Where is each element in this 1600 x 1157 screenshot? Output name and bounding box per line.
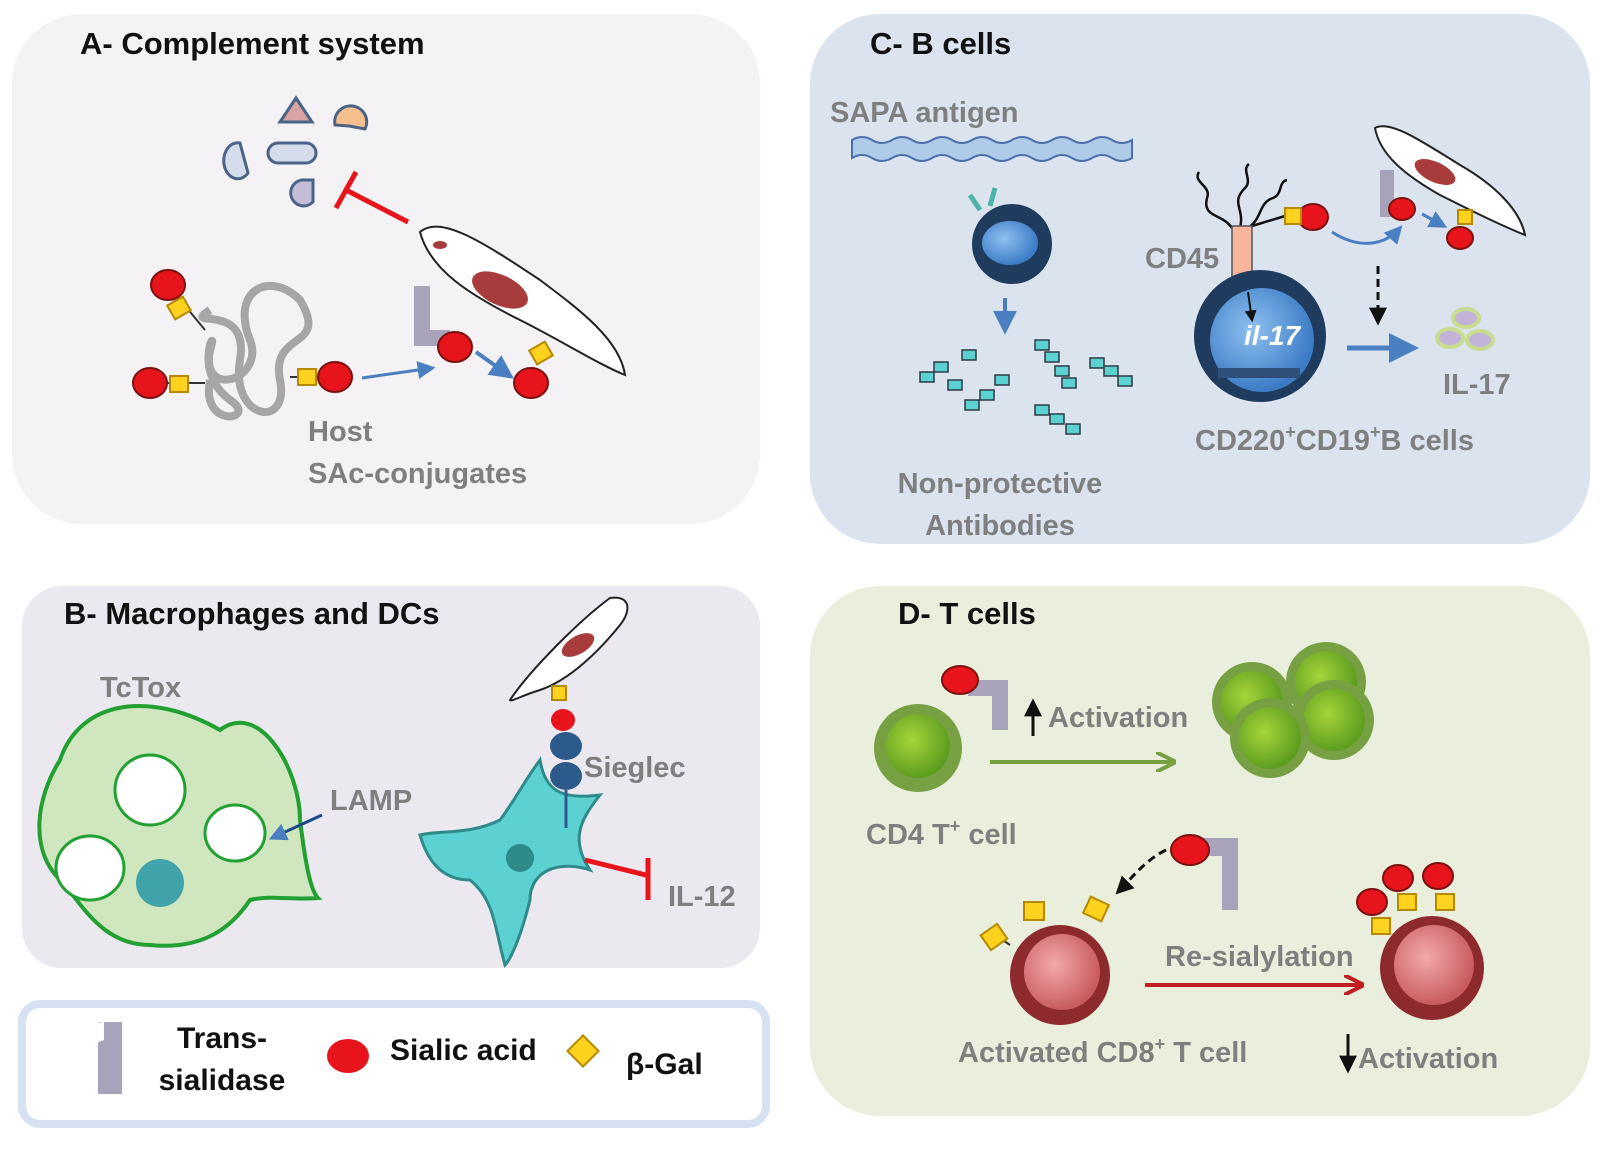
antibodies-label-1: Non-protective (898, 468, 1103, 500)
transfer-arrow-1 (361, 361, 436, 380)
panel-c: C- B cells SAPA antigen Non-protective A… (810, 14, 1590, 544)
resialylation-label: Re-sialylation (1165, 941, 1354, 973)
legend-trans-label-2: sialidase (159, 1064, 286, 1097)
activation-down-label: Activation (1358, 1043, 1498, 1075)
panel-a-title: A- Complement system (80, 26, 425, 61)
legend-trans-label-1: Trans- (177, 1022, 267, 1055)
transfer-arrow-2 (474, 350, 514, 379)
proliferating-cd4-cells (1212, 642, 1374, 778)
sac-conjugates-label: SAc-conjugates (308, 458, 527, 490)
sialic-acid-d2 (1170, 834, 1210, 866)
antibodies-label-2: Antibodies (925, 510, 1075, 542)
complement-proteins (222, 95, 369, 208)
legend: Trans- sialidase Sialic acid β-Gal (18, 1000, 770, 1128)
legend-beta-gal-icon (566, 1034, 600, 1068)
antibodies (919, 339, 1133, 435)
sialic-acid-d1 (941, 665, 979, 695)
dendritic-cell (418, 756, 604, 968)
beta-gal-glyco (165, 295, 555, 393)
il17-gene-label: il-17 (1244, 320, 1301, 351)
beta-gal-d2 (1371, 893, 1455, 935)
legend-trans-sialidase-icon (69, 1022, 122, 1094)
legend-bgal-label: β-Gal (626, 1048, 703, 1081)
tctox-label: TcTox (100, 672, 181, 704)
cd45-label: CD45 (1145, 243, 1219, 275)
il12-label: IL-12 (668, 881, 736, 913)
host-label: Host (308, 416, 373, 448)
panel-b: B- Macrophages and DCs TcTox LAMP Siegle… (22, 586, 760, 968)
cd4-cell (874, 704, 962, 792)
cd4-label: CD4 T+ cell (866, 816, 1017, 851)
beta-gal-b (551, 685, 567, 701)
sapa-antigen-chain (851, 136, 1133, 162)
b-cell-small (967, 187, 1052, 284)
legend-sialic-acid-icon (327, 1039, 369, 1073)
dashed-sialylation-arrow (1115, 848, 1167, 895)
il17-cytokines (1435, 307, 1495, 351)
sapa-antigen-label: SAPA antigen (830, 97, 1019, 129)
b-cell-il17: il-17 (1194, 270, 1326, 402)
sialic-acid-c (1297, 197, 1474, 250)
cd45-glycans (1196, 163, 1288, 230)
trypanosome-parasite (418, 225, 627, 377)
il17-label: IL-17 (1443, 369, 1511, 401)
panel-d: D- T cells Activation CD4 T+ cell (810, 586, 1590, 1116)
cd8-cell-activated (999, 925, 1110, 1025)
sieglec-label: Sieglec (584, 752, 686, 784)
sialic-acid-d3 (1356, 862, 1454, 916)
panel-d-title: D- T cells (898, 596, 1036, 631)
macrophage (37, 704, 323, 948)
beta-gal-c (1284, 207, 1473, 225)
cd8-label: Activated CD8+ T cell (958, 1034, 1247, 1069)
siglec-receptor (550, 732, 582, 828)
trypanosome-parasite-b (508, 596, 629, 702)
inhibition-arrow (344, 187, 410, 225)
legend-sialic-label: Sialic acid (390, 1034, 537, 1067)
activation-up-label: Activation (1048, 702, 1188, 734)
panel-b-title: B- Macrophages and DCs (64, 596, 440, 631)
sialic-acid-b (551, 709, 575, 731)
cd8-cell-sialylated (1380, 916, 1484, 1020)
bcell-population-label: CD220+CD19+B cells (1195, 422, 1474, 457)
panel-c-title: C- B cells (870, 26, 1011, 61)
lamp-label: LAMP (330, 785, 412, 817)
panel-a: A- Complement system (12, 14, 760, 524)
beta-gal-d1 (979, 895, 1111, 952)
cd45-transfer-arrow (1331, 225, 1403, 245)
sialic-acid-glyco (132, 269, 549, 399)
